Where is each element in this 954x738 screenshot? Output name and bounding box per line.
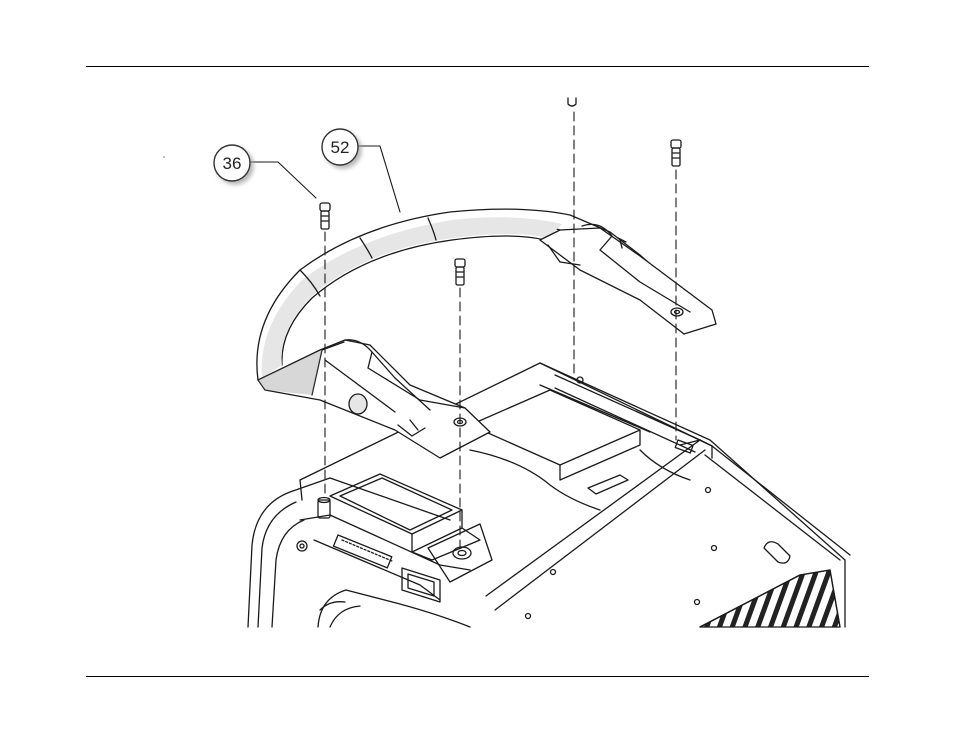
callout-52: 52 xyxy=(322,129,358,165)
callout-36-label: 36 xyxy=(223,154,242,173)
callout-52-label: 52 xyxy=(331,138,350,157)
callout-36: 36 xyxy=(214,145,250,181)
screw-left xyxy=(320,203,330,229)
screw-right xyxy=(671,140,681,166)
handle xyxy=(257,209,716,458)
stray-dot xyxy=(163,156,165,158)
screw-top xyxy=(568,98,576,106)
